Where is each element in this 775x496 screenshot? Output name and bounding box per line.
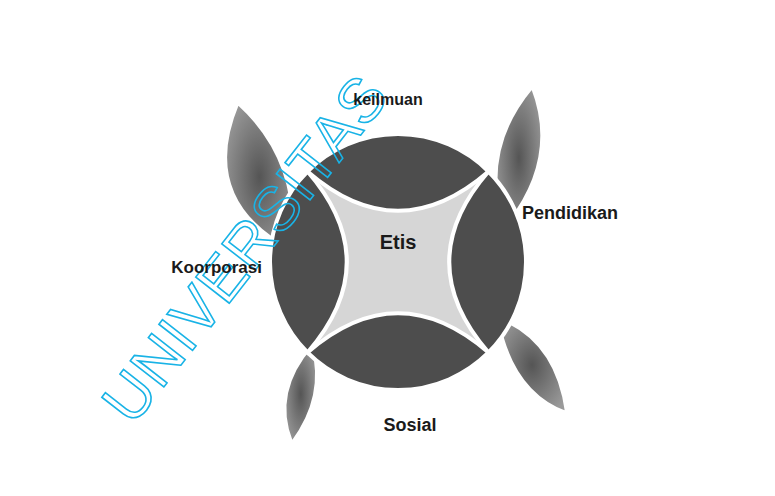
lens-segment [449,171,526,352]
lens-segment [307,134,488,211]
segment-label: Sosial [383,415,436,436]
lens-segment [270,171,347,352]
node-label: Etis [380,231,417,254]
circle-ground [270,134,526,390]
segment-label: Pendidikan [522,203,618,224]
petal [285,346,316,442]
lens-segment [307,313,488,390]
petal [498,318,566,412]
segment-label: keilmuan [353,91,422,109]
segment-label: Koorporasi [171,258,262,278]
